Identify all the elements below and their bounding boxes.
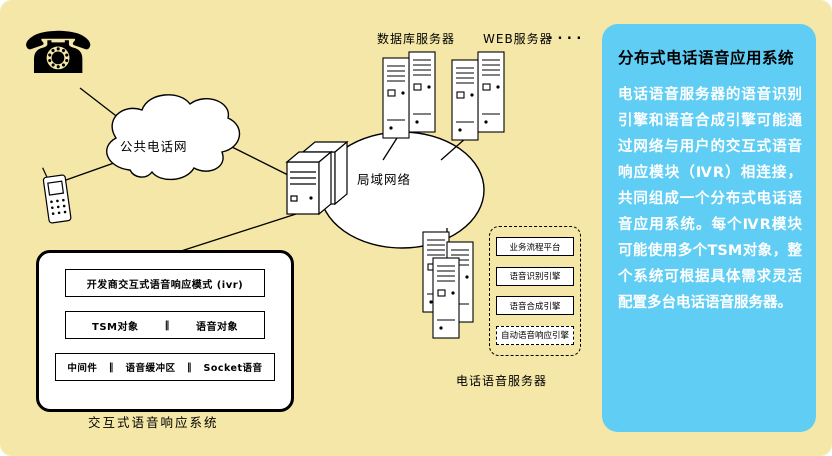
telephone-icon: ☎ [22,19,95,87]
info-panel: 分布式电话语音应用系统 电话语音服务器的语音识别引擎和语音合成引擎可能通过网络与… [602,24,816,432]
pstn-label: 公共电话网 [120,139,188,154]
voice-object-label: 语音对象 [195,321,238,333]
voice-buffer-label: 语音缓冲区 [125,363,176,374]
ivr-system-caption: 交互式语音响应系统 [88,415,219,430]
engine-item-speech-recognition: 语音识别引擎 [496,266,574,286]
engine-item-auto-voice-response: 自动语音响应引擎 [496,325,574,345]
lan-label: 局域网络 [357,172,412,187]
voice-server-icons [422,231,474,339]
divider-bars: ‖ [108,361,115,373]
ivr-system-box: 开发商交互式语音响应模式 (ivr) TSM对象 ‖ 语音对象 中间件 ‖ 语音… [36,250,294,412]
voice-server-label: 电话语音服务器 [456,374,548,388]
connector-lines [65,87,467,253]
divider-bars: ‖ [164,319,170,331]
socket-voice-label: Socket语音 [203,363,263,374]
pstn-cloud [106,94,240,181]
info-panel-body: 电话语音服务器的语音识别引擎和语音合成引擎可能通过网络与用户的交互式语音响应模块… [618,87,802,311]
ivr-module-label: 开发商交互式语音响应模式 (ivr) [86,279,244,291]
tsm-object-label: TSM对象 [92,321,139,333]
ivr-objects-row: TSM对象 ‖ 语音对象 [65,311,265,339]
mobile-phone-icon [42,167,72,224]
ivr-middleware-row: 中间件 ‖ 语音缓冲区 ‖ Socket语音 [55,353,275,381]
web-server-icons [451,51,505,141]
engine-item-speech-synthesis: 语音合成引擎 [496,296,574,316]
voice-engine-panel: 业务流程平台 语音识别引擎 语音合成引擎 自动语音响应引擎 [489,226,581,356]
info-panel-title: 分布式电话语音应用系统 [618,49,795,67]
middleware-label: 中间件 [67,363,98,374]
divider-bars: ‖ [186,361,193,373]
network-switch-icon [285,140,349,216]
engine-item-process-platform: 业务流程平台 [496,237,574,257]
ellipsis-dots-label: . . . . [548,28,582,43]
database-server-label: 数据库服务器 [377,32,456,46]
web-server-label: WEB服务器 [483,32,553,46]
ivr-module-row: 开发商交互式语音响应模式 (ivr) [65,269,265,297]
database-server-icons [382,51,436,139]
